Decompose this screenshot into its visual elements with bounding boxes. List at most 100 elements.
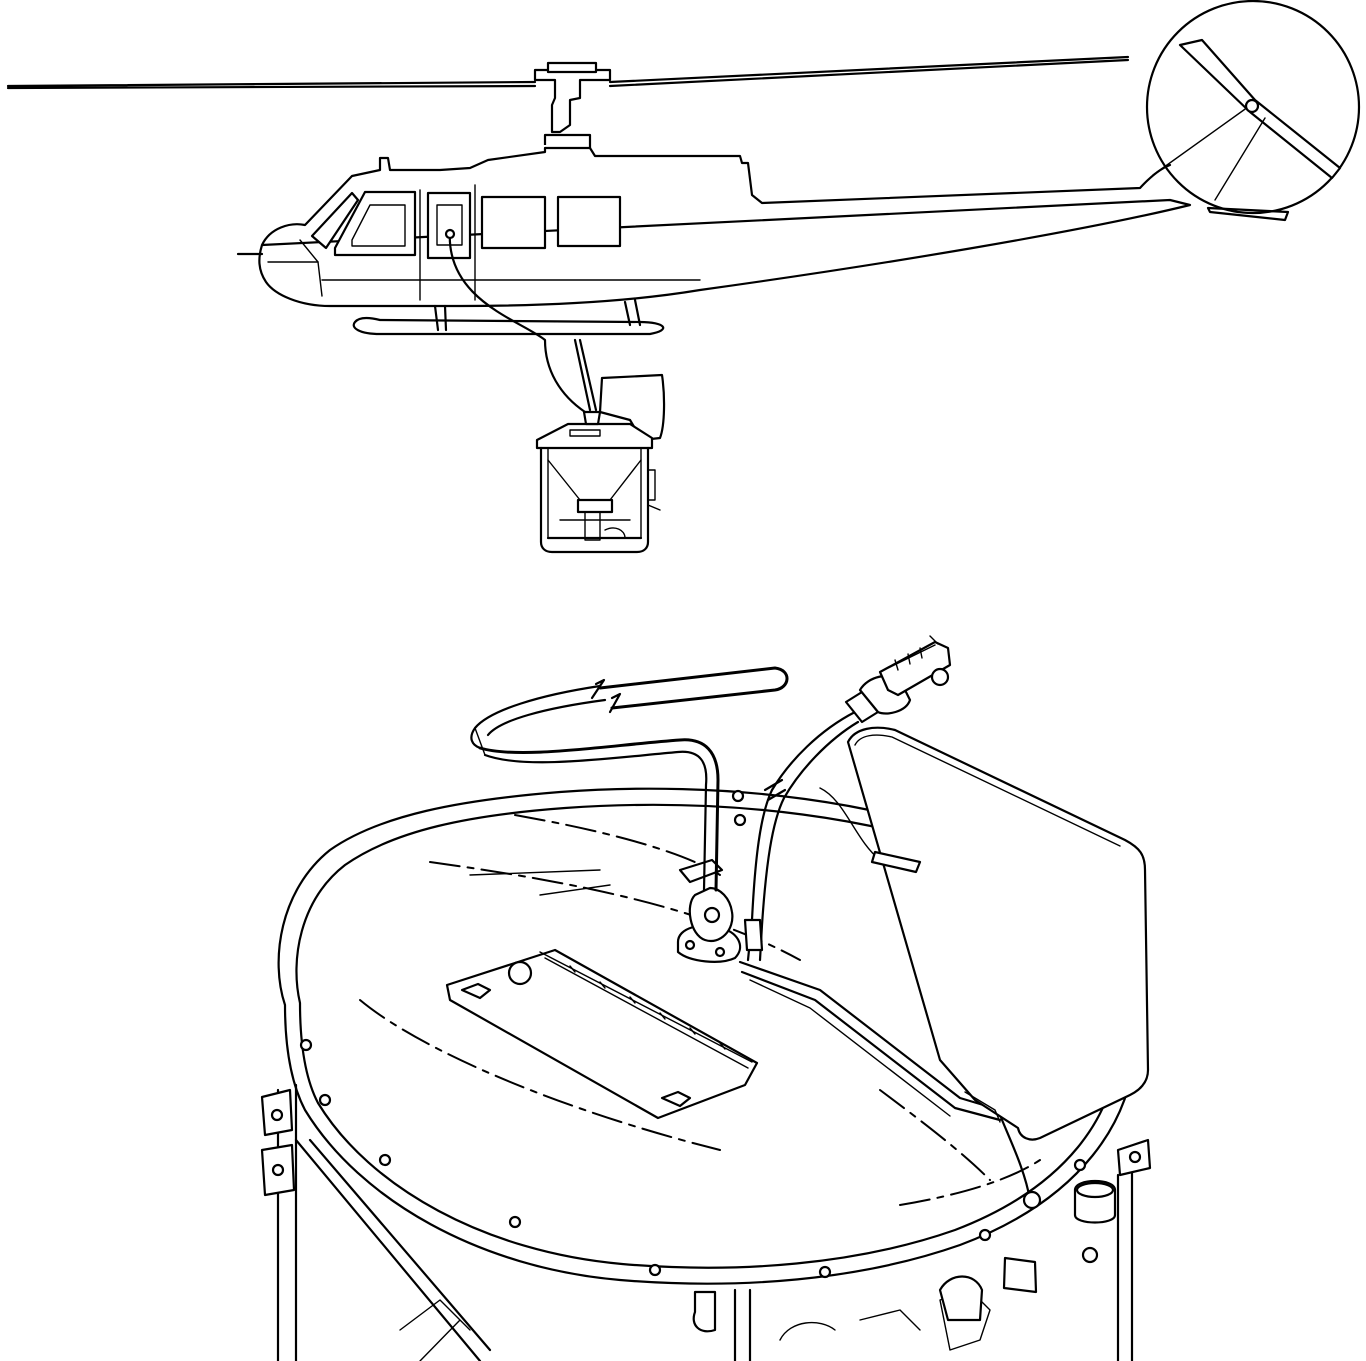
nose-window-line [299,239,319,263]
lid-contour-line [429,861,801,961]
hopper-slope [294,1138,492,1361]
spreader-detail-view [260,635,1152,1361]
hatch-hinge-knuckles [569,965,726,1050]
lid-ridge [469,869,611,896]
cabin-frame-line [321,184,701,301]
tail-rotor-blade [1178,38,1342,180]
side-bracket [647,469,661,511]
inline-fuse [743,918,764,952]
rim-bolt [978,1228,992,1242]
cabin-door [426,191,472,260]
strap-lower [478,738,720,892]
fuselage [236,0,1361,308]
lug-hole-right [1128,1150,1142,1164]
spreader-lid-detail [277,787,1137,1285]
hatch-inspection-hole [507,960,533,986]
access-hatch [445,948,759,1120]
sling-strap [573,338,598,412]
wiring-channel [749,979,951,1117]
mast-fairing [543,133,592,148]
tail-rotor-hub [1244,98,1260,114]
rim-bolt [818,1265,832,1279]
strap-break-mark [590,678,622,714]
cable-break-mark [763,778,787,802]
wing-nut-left [460,982,492,1000]
slung-spreader [535,373,666,554]
hook-swivel [582,410,602,426]
hopper-bottom-lines [399,1299,471,1361]
spinner-mechanism [559,511,631,541]
fill-cap-top [1075,1181,1115,1199]
tail-rotor-disk [1145,0,1361,215]
cabin-window-2 [556,195,622,248]
bracket-bolt-1 [270,1108,284,1122]
tail-rotor-strut [1152,106,1266,201]
control-switch-box [878,640,952,697]
hook-bracket [678,858,724,884]
windshield [310,191,360,250]
base-bolt [684,939,696,951]
hatch-hinge [539,951,753,1069]
bolt-lower-right [1081,1246,1099,1264]
cockpit-window [333,190,417,257]
strap-upper [470,684,602,750]
rim-bolt [299,1038,313,1052]
rotor-blade-right [608,55,1130,88]
rim-bolt [648,1263,662,1277]
sling-cable [444,228,598,414]
rim-bolt [1073,1158,1087,1172]
wing-nut-right [660,1090,692,1108]
wiring-channel [740,970,1002,1122]
lid-hatch [569,429,601,437]
actuator-body [938,1275,984,1322]
electrical-lead [743,635,952,962]
right-wall [1116,1148,1134,1361]
strap-lower-2 [483,750,708,892]
strap-loop [598,666,789,710]
spreader-frame [539,446,650,554]
hopper-outlet [576,498,614,514]
rim-bolt [318,1093,332,1107]
vane-plate [846,726,1150,1141]
rim-bolt [731,789,745,803]
skid-tube [352,316,665,336]
fuselage-outline [258,146,1192,308]
lower-bracket [692,1290,717,1333]
main-rotor [6,55,1130,148]
cabin-window-1 [480,195,547,250]
door-window [436,204,463,246]
deflector-vane [846,726,1150,1141]
cockpit-window-inner [351,204,406,247]
shackle-pin [703,906,721,924]
lid-stud [733,813,747,827]
lid-contour-line [899,1159,1041,1206]
center-post [733,1288,752,1361]
rotor-blade-left [6,80,537,90]
lid-contour-line [879,1089,991,1181]
cable-down-rim [998,1113,1032,1202]
left-wall [276,1083,298,1361]
tail-stabilizer [1206,206,1290,222]
control-cable [448,228,587,414]
hopper-cone [547,459,642,501]
actuator-fitting [1002,1256,1038,1294]
spreader-frame-inner [547,447,642,539]
skid-strut-front [433,304,448,332]
strap-upper-2 [486,698,607,737]
landing-skids [352,298,665,336]
sling-strap-detail [470,666,789,892]
power-cable [746,710,857,962]
cable-connector [444,228,456,240]
base-bolt [714,946,726,958]
strap-edge [474,727,486,756]
helicopter-view [6,0,1361,554]
hopper-body [260,1083,1152,1361]
rim-bolt [378,1153,392,1167]
rotor-hub-cap [546,61,598,74]
bracket-bolt-2 [271,1163,285,1177]
lid-contour-line [359,999,721,1151]
vane-mount [964,1091,1001,1123]
vane-inner-edge [854,734,1121,847]
